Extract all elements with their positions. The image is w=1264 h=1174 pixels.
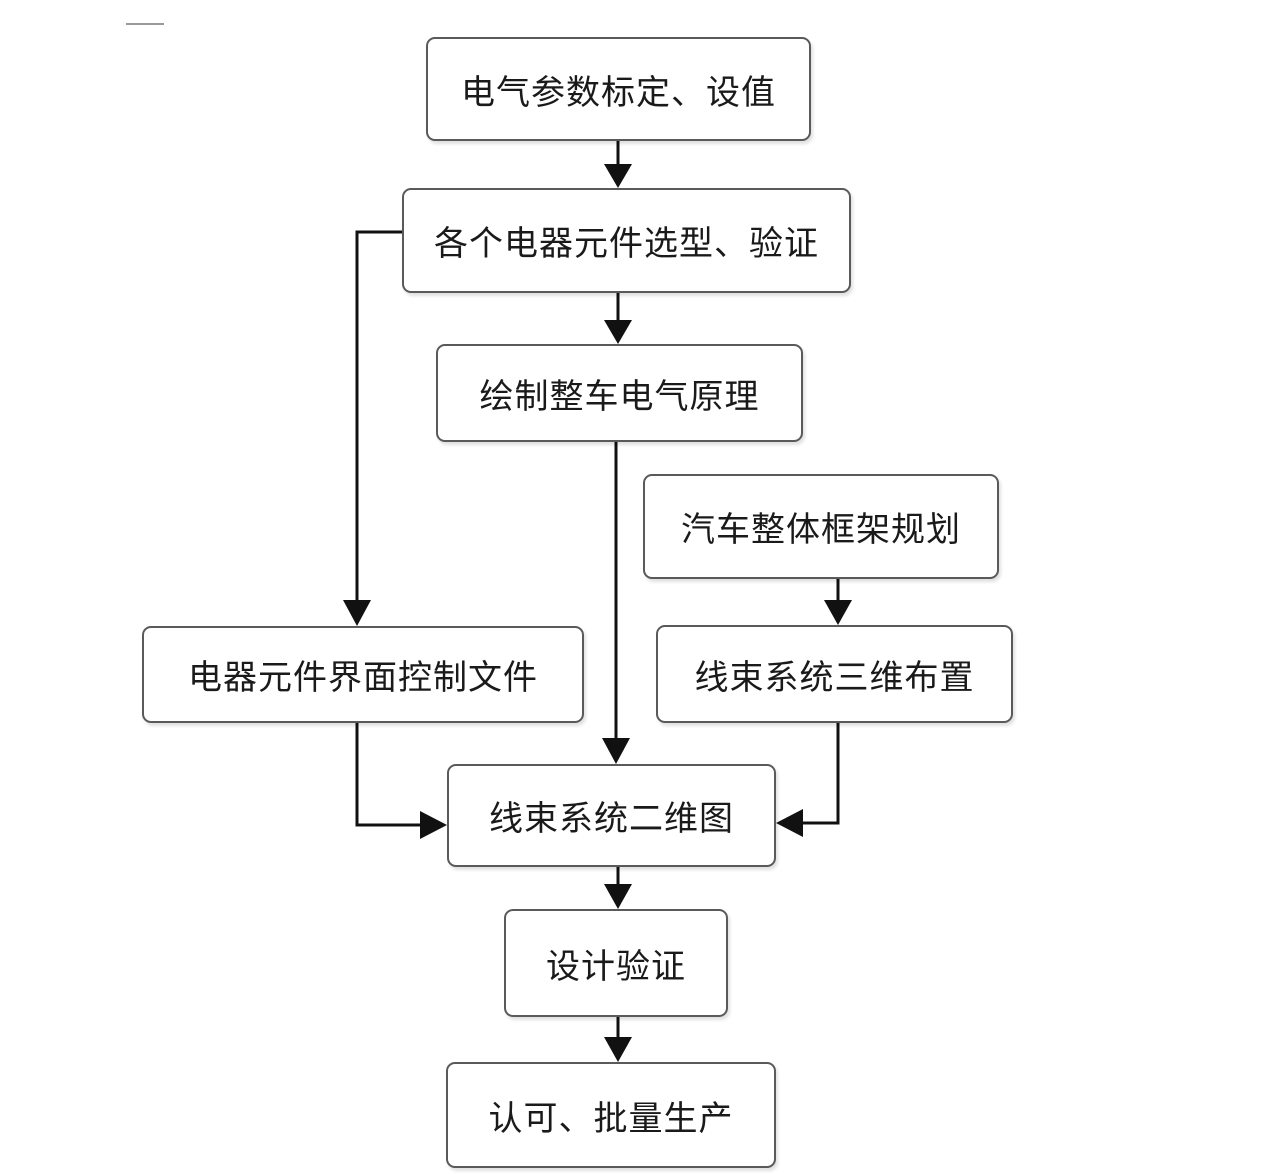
node-component-selection-verification: 各个电器元件选型、验证 [402, 188, 851, 293]
edge-n5-n7 [355, 723, 447, 839]
edge-n2-n5 [343, 230, 402, 626]
edge-n3-n7 [602, 442, 630, 764]
node-harness-3d-layout: 线束系统三维布置 [656, 625, 1013, 723]
node-approval-mass-production: 认可、批量生产 [446, 1062, 776, 1168]
edge-n7-n8 [604, 867, 632, 909]
node-electrical-parameter-calibration: 电气参数标定、设值 [426, 37, 811, 141]
edge-n1-n2 [604, 141, 632, 188]
node-component-interface-control-file: 电器元件界面控制文件 [142, 626, 584, 723]
edge-n2-n3 [604, 293, 632, 344]
node-design-verification: 设计验证 [504, 909, 728, 1017]
edge-n8-n9 [604, 1017, 632, 1062]
node-harness-2d-drawing: 线束系统二维图 [447, 764, 776, 867]
edge-n6-n7 [776, 723, 840, 837]
edge-n4-n6 [824, 579, 852, 625]
node-vehicle-electrical-schematic: 绘制整车电气原理 [436, 344, 803, 442]
node-vehicle-framework-planning: 汽车整体框架规划 [643, 474, 999, 579]
corner-dash-mark [126, 23, 164, 25]
